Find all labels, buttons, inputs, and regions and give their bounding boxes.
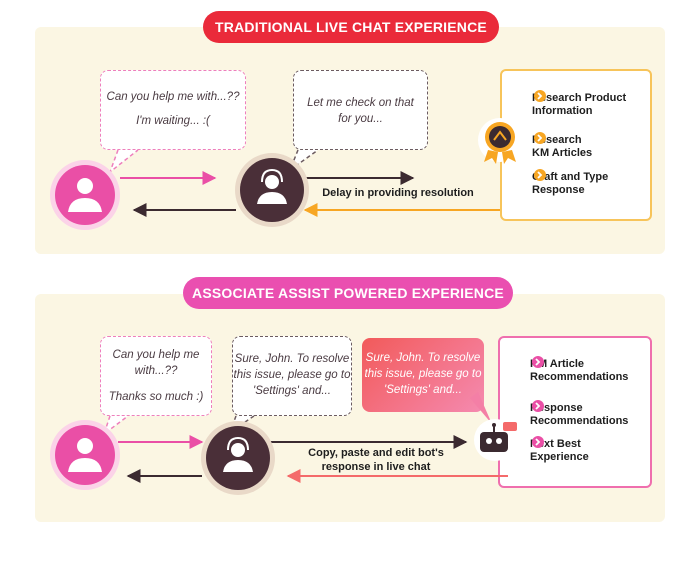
caption-line: response in live chat xyxy=(321,461,431,473)
customer-bubble-bottom: Can you help me with...?? Thanks so much… xyxy=(100,336,212,416)
chatbot-icon xyxy=(474,419,517,461)
customer-icon xyxy=(50,160,120,230)
bubble-line: this issue, please go to xyxy=(364,368,482,380)
bubble-tail xyxy=(102,415,129,437)
bot-features-box: KM Article Recommendations Response Reco… xyxy=(498,336,652,488)
traditional-title: TRADITIONAL LIVE CHAT EXPERIENCE xyxy=(203,11,499,43)
task-item: Craft and Type Response xyxy=(532,171,609,196)
bubble-line: this issue, please go to xyxy=(233,369,351,381)
associate-assist-title: ASSOCIATE ASSIST POWERED EXPERIENCE xyxy=(183,277,513,309)
bubble-line: I'm waiting... :( xyxy=(136,115,210,127)
bot-suggestion-bubble: Sure, John. To resolve this issue, pleas… xyxy=(362,338,484,412)
feature-item: KM Article Recommendations xyxy=(530,358,629,383)
customer-icon xyxy=(50,420,120,490)
chevron-right-icon xyxy=(532,356,544,448)
task-item: Research Product Information xyxy=(532,92,627,117)
agent-headset-icon xyxy=(201,421,275,495)
customer-bubble-top: Can you help me with...?? I'm waiting...… xyxy=(100,70,246,150)
caption-line: Copy, paste and edit bot's xyxy=(308,447,444,459)
bubble-line: for you... xyxy=(338,113,383,125)
bubble-line: Let me check on that xyxy=(307,97,414,109)
bubble-line: Thanks so much :) xyxy=(108,391,204,403)
delay-caption: Delay in providing resolution xyxy=(322,187,474,199)
agent-bubble-bottom: Sure, John. To resolve this issue, pleas… xyxy=(232,336,352,416)
chevron-right-icon xyxy=(535,358,541,446)
bubble-tail xyxy=(470,392,492,424)
agent-headset-icon xyxy=(235,153,309,227)
chevron-right-icon xyxy=(534,90,546,181)
bubble-line: 'Settings' and... xyxy=(253,385,331,397)
bubble-line: with...?? xyxy=(134,365,178,377)
bubble-tail xyxy=(108,149,139,175)
bubble-line: Can you help me with...?? xyxy=(106,91,240,103)
bubble-line: Sure, John. To resolve xyxy=(365,352,481,364)
bubble-line: Sure, John. To resolve xyxy=(234,353,350,365)
agent-bubble-top: Let me check on that for you... xyxy=(293,70,428,150)
bubble-line: 'Settings' and... xyxy=(384,384,462,396)
bubble-line: Can you help me xyxy=(112,349,200,361)
chevron-right-icon xyxy=(537,92,543,179)
copy-paste-caption: Copy, paste and edit bot's response in l… xyxy=(296,446,456,474)
research-badge-icon xyxy=(478,118,522,164)
